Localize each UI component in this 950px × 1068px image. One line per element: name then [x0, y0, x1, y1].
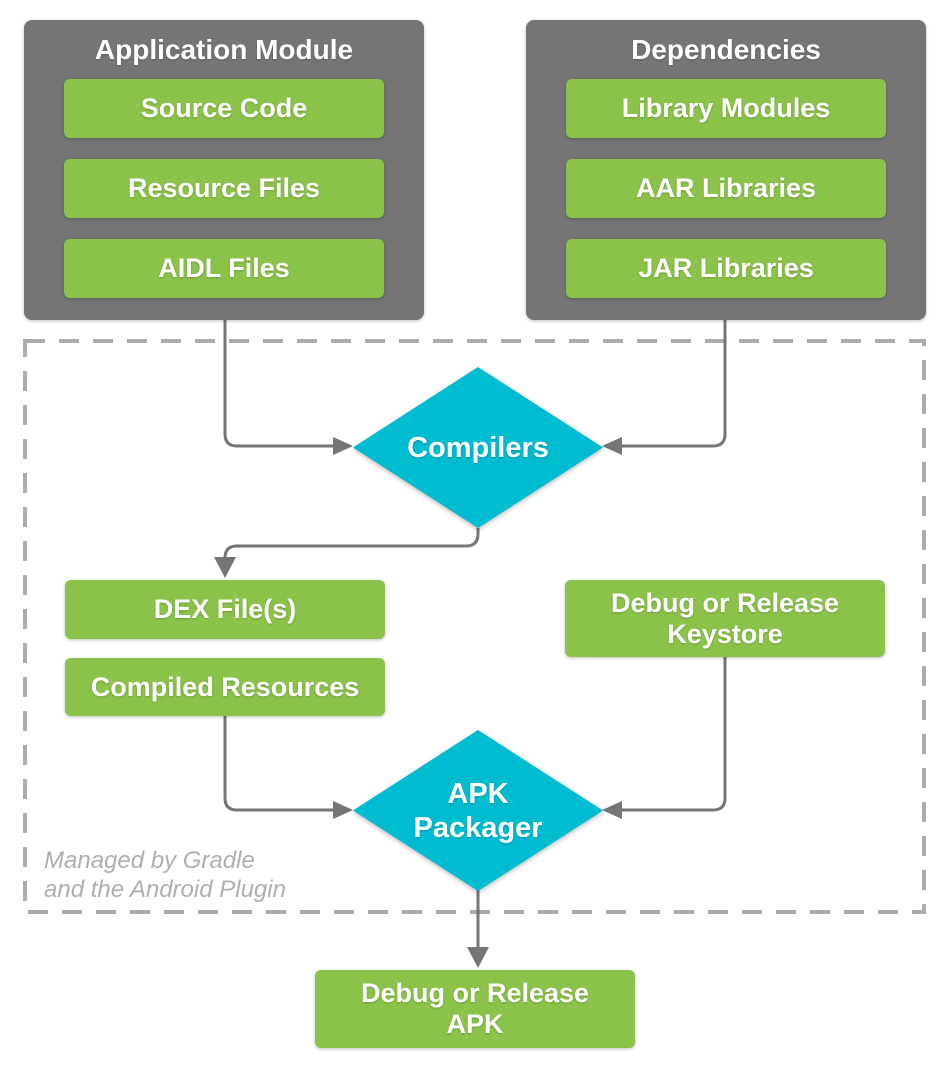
box-compiled-resources: Compiled Resources	[65, 658, 385, 716]
compilers-diamond: Compilers	[353, 367, 603, 528]
application-module-title: Application Module	[94, 33, 354, 65]
dependencies-panel: Dependencies Library Modules AAR Librari…	[526, 20, 926, 320]
note-line-1: Managed by Gradle	[44, 847, 255, 874]
apk-packager-diamond: APK Packager	[353, 730, 603, 891]
managed-by-gradle-note: Managed by Gradle and the Android Plugin	[44, 846, 286, 904]
connector-dependencies-to-compilers	[602, 320, 727, 455]
box-keystore: Debug or Release Keystore	[565, 580, 885, 657]
application-module-panel: Application Module Source Code Resource …	[24, 20, 424, 320]
box-aidl-files: AIDL Files	[64, 239, 384, 298]
box-library-modules: Library Modules	[566, 79, 886, 138]
connector-resources-to-packager	[223, 716, 353, 819]
box-source-code: Source Code	[64, 79, 384, 138]
arrowhead-right-icon	[333, 801, 353, 819]
connector-compilers-to-dex	[214, 528, 480, 578]
arrowhead-right-icon	[333, 437, 353, 455]
arrowhead-down-icon	[214, 557, 236, 578]
compilers-label: Compilers	[407, 431, 549, 464]
box-resource-files: Resource Files	[64, 159, 384, 218]
box-output-apk: Debug or Release APK	[315, 970, 635, 1048]
connector-appmodule-to-compilers	[223, 320, 353, 455]
connector-keystore-to-packager	[602, 657, 727, 819]
gradle-boundary-dashed-border	[23, 339, 926, 914]
arrowhead-down-icon	[467, 947, 489, 968]
note-line-2: and the Android Plugin	[44, 876, 286, 903]
box-aar-libraries: AAR Libraries	[566, 159, 886, 218]
box-dex-files: DEX File(s)	[65, 580, 385, 639]
dependencies-title: Dependencies	[631, 33, 821, 65]
box-jar-libraries: JAR Libraries	[566, 239, 886, 298]
apk-packager-label: APK Packager	[413, 777, 543, 844]
arrowhead-left-icon	[602, 801, 622, 819]
arrowhead-left-icon	[602, 437, 622, 455]
connector-packager-to-apk	[467, 890, 489, 968]
